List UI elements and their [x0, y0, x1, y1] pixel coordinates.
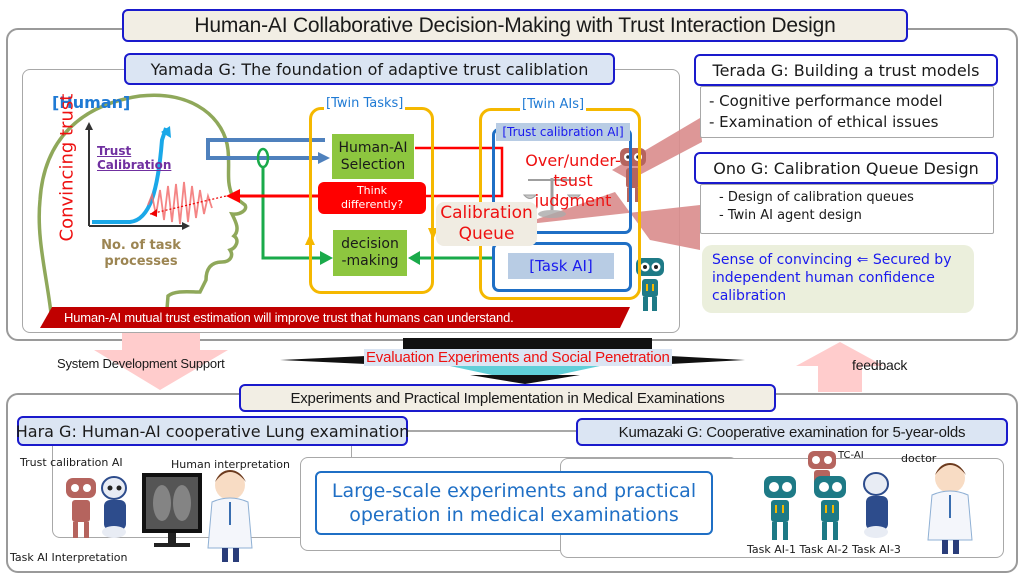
human-label: [Human]	[52, 93, 131, 112]
red-robot-icon	[66, 478, 96, 538]
task-ai-3-robot-icon	[863, 472, 889, 538]
hara-header-text: Hara G: Human-AI cooperative Lung examin…	[15, 421, 410, 441]
yamada-header: Yamada G: The foundation of adaptive tru…	[124, 53, 615, 85]
ono-header: Ono G: Calibration Queue Design	[694, 152, 998, 184]
convincing-note: Sense of convincing ⇐ Secured by indepen…	[702, 245, 974, 313]
hara-trust-ai-label: Trust calibration AI	[20, 456, 123, 469]
red-feedback-arrow-icon	[226, 189, 240, 203]
task-ai-2-robot-icon	[814, 476, 846, 540]
task-ai-frame	[492, 242, 632, 292]
curve-arrow-icon	[161, 126, 171, 138]
judgment-line2: tsust judgment	[534, 171, 612, 210]
decision-making-box: decision -making	[333, 230, 407, 276]
terada-header-text: Terada G: Building a trust models	[712, 60, 980, 80]
large-scale-line2: operation in medical examinations	[349, 504, 679, 526]
kumazaki-header: Kumazaki G: Cooperative examination for …	[576, 418, 1008, 446]
balance-scale-icon	[522, 178, 582, 218]
hara-header: Hara G: Human-AI cooperative Lung examin…	[15, 416, 410, 446]
evaluation-label: Evaluation Experiments and Social Penetr…	[364, 349, 672, 366]
signal-arrow-icon	[150, 209, 157, 217]
decision-line1: decision	[341, 236, 399, 252]
white-robot-icon	[101, 476, 127, 538]
trust-calibration-ai-label: [Trust calibration AI]	[496, 123, 630, 141]
eval-chevron-down	[450, 366, 600, 382]
eval-black-bar	[403, 338, 652, 349]
blue-flow-arrow-icon	[318, 152, 330, 164]
convincing-line1: Sense of convincing ⇐ Secured by	[712, 252, 952, 268]
x-axis-label: No. of task processes	[96, 238, 186, 270]
task-ai-labels: Task AI-1 Task AI-2 Task AI-3	[747, 543, 901, 556]
y-axis-arrow-icon	[85, 122, 93, 130]
red-banner-text: Human-AI mutual trust estimation will im…	[64, 310, 514, 325]
curve-label-line2: Calibration	[97, 158, 172, 172]
green-return-arrow-icon	[408, 251, 420, 265]
ono-list: - Design of calibration queues - Twin AI…	[700, 184, 994, 234]
selection-line1: Human-AI	[338, 139, 408, 156]
think-differently-bubble: Think differently?	[318, 182, 426, 214]
wave-icon	[147, 181, 213, 225]
decision-line2: -making	[341, 253, 399, 269]
tc-ai-label: TC-AI	[838, 450, 864, 461]
feedback-arrow-icon	[796, 342, 884, 392]
x-axis-label-line2: processes	[104, 254, 178, 269]
twin-ais-label: [Twin AIs]	[520, 97, 587, 112]
system-dev-arrow-icon	[94, 333, 228, 390]
blue-flow-line	[206, 138, 325, 160]
curve-label-line1: Trust	[97, 144, 132, 158]
selection-line2: Selection	[340, 156, 406, 173]
yamada-header-text: Yamada G: The foundation of adaptive tru…	[150, 59, 589, 79]
twin-tasks-label: [Twin Tasks]	[324, 96, 406, 111]
dotted-signal	[149, 195, 227, 215]
task-ai-robot-icon	[636, 258, 664, 311]
terada-list: - Cognitive performance model - Examinat…	[700, 86, 994, 138]
hara-human-label: Human interpretation	[171, 458, 290, 471]
medical-header: Experiments and Practical Implementation…	[239, 384, 776, 412]
doctor-label: doctor	[901, 452, 937, 465]
curve-label: Trust Calibration	[97, 144, 171, 172]
terada-item: - Cognitive performance model	[709, 92, 943, 110]
feedback-label: feedback	[852, 357, 908, 373]
x-axis-label-line1: No. of task	[101, 238, 181, 253]
judgment-line1: Over/under-	[525, 151, 621, 170]
task-ai-label: [Task AI]	[508, 253, 614, 279]
medical-header-text: Experiments and Practical Implementation…	[290, 389, 725, 407]
human-ai-selection-box: Human-AI Selection	[332, 134, 414, 179]
queue-line1: Calibration	[440, 203, 533, 223]
task-ai-1-robot-icon	[764, 476, 796, 540]
callout-ono	[520, 192, 700, 250]
calibration-queue-box: Calibration Queue	[436, 202, 537, 246]
convincing-line2: independent human confidence	[712, 270, 935, 286]
eval-chevron-down-shadow	[470, 375, 580, 384]
red-loop-line	[415, 146, 504, 198]
red-banner	[40, 307, 630, 328]
large-scale-line1: Large-scale experiments and practical	[331, 480, 697, 502]
x-axis-arrow-icon	[182, 222, 190, 230]
terada-header: Terada G: Building a trust models	[694, 54, 998, 86]
doctor-icon	[207, 470, 253, 562]
main-title-text: Human-AI Collaborative Decision-Making w…	[194, 13, 836, 37]
green-flow-arrow-icon	[320, 251, 333, 265]
ono-header-text: Ono G: Calibration Queue Design	[713, 158, 979, 178]
queue-line2: Queue	[458, 224, 515, 244]
xray-monitor-icon	[142, 473, 202, 547]
think-line2: differently?	[340, 198, 404, 211]
main-title: Human-AI Collaborative Decision-Making w…	[122, 9, 908, 42]
think-line1: Think	[356, 184, 388, 197]
system-dev-support-label: System Development Support	[57, 356, 225, 371]
judgment-label: Over/under- tsust judgment	[518, 151, 628, 211]
ono-item: - Design of calibration queues	[719, 190, 914, 205]
hara-task-ai-label: Task AI Interpretation	[10, 551, 128, 564]
ono-item: - Twin AI agent design	[719, 208, 862, 223]
large-scale-box: Large-scale experiments and practical op…	[315, 471, 713, 535]
kumazaki-doctor-icon	[927, 463, 973, 554]
terada-item: - Examination of ethical issues	[709, 113, 939, 131]
head-outline-icon	[37, 93, 248, 323]
kumazaki-header-text: Kumazaki G: Cooperative examination for …	[618, 423, 966, 441]
connector-line	[408, 430, 576, 432]
convincing-line3: calibration	[712, 288, 787, 304]
